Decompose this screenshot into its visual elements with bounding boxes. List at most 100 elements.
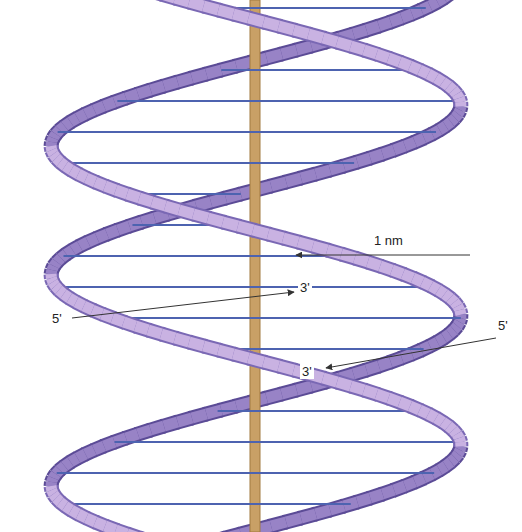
strand-edge <box>269 522 286 527</box>
strand-edge <box>422 282 432 287</box>
strand-edge <box>448 86 453 91</box>
strand-ribbon <box>71 170 79 175</box>
strand-ribbon <box>445 294 451 299</box>
strand-ribbon <box>455 454 459 459</box>
strand-edge <box>175 0 191 3</box>
strand-ribbon <box>457 434 460 439</box>
strand-ribbon <box>175 0 191 3</box>
strand-edge <box>450 458 455 463</box>
strand-edge <box>152 202 167 207</box>
strand-ribbon <box>136 430 151 435</box>
strand-edge <box>64 462 71 467</box>
strand-edge <box>389 358 402 363</box>
strand-edge <box>328 166 344 171</box>
strand-edge <box>92 310 103 315</box>
strand-ribbon <box>253 230 270 235</box>
direction-arrow <box>72 292 294 318</box>
strand-edge <box>376 394 390 399</box>
base-pair <box>56 286 433 288</box>
strand-ribbon <box>392 146 405 151</box>
strand-ribbon <box>136 90 151 95</box>
strand-edge <box>368 262 382 267</box>
strand-edge <box>351 46 366 51</box>
strand-ribbon <box>223 222 240 227</box>
strand-edge <box>71 170 79 175</box>
strand-edge <box>234 62 251 67</box>
strand-ribbon <box>204 346 221 351</box>
strand-edge <box>69 298 77 303</box>
strand-ribbon <box>337 382 353 387</box>
strand-edge <box>436 338 444 343</box>
strand-ribbon <box>52 490 54 495</box>
strand-ribbon <box>389 18 402 23</box>
strand-edge <box>139 198 154 203</box>
strand-edge <box>102 102 114 107</box>
strand-edge <box>218 10 235 15</box>
strand-ribbon <box>381 150 394 155</box>
strand-edge <box>458 306 460 311</box>
base-pair <box>218 410 422 412</box>
strand-edge <box>457 94 460 99</box>
strand-edge <box>161 334 177 339</box>
strand-ribbon <box>139 198 154 203</box>
strand-ribbon <box>351 370 366 375</box>
strand-edge <box>264 362 281 367</box>
strand-edge <box>218 350 235 355</box>
strand-edge <box>459 438 461 443</box>
strand-edge <box>136 430 151 435</box>
strand-edge <box>219 406 236 411</box>
strand-ribbon <box>87 238 97 243</box>
strand-edge <box>376 54 390 59</box>
strand-ribbon <box>64 462 71 467</box>
strand-ribbon <box>443 334 449 339</box>
strand-edge <box>65 250 72 255</box>
strand-ribbon <box>71 246 79 251</box>
strand-ribbon <box>116 190 129 195</box>
strand-edge <box>78 174 87 179</box>
strand-edge <box>400 402 412 407</box>
back-strand-segments <box>51 0 461 532</box>
strand-ribbon <box>162 82 178 87</box>
strand-edge <box>179 210 195 215</box>
strand-ribbon <box>453 326 457 331</box>
strand-ribbon <box>96 234 107 239</box>
strand-edge <box>457 322 460 327</box>
strand-ribbon <box>364 390 378 395</box>
strand-edge <box>233 14 250 19</box>
strand-edge <box>56 258 61 263</box>
strand-ribbon <box>458 306 460 311</box>
strand-edge <box>355 498 370 503</box>
strand-ribbon <box>377 22 391 27</box>
strand-edge <box>450 298 455 303</box>
strand-ribbon <box>403 142 415 147</box>
strand-edge <box>337 42 353 47</box>
strand-edge <box>93 106 104 111</box>
strand-edge <box>84 306 94 311</box>
strand-edge <box>284 518 301 523</box>
strand-edge <box>208 218 225 223</box>
strand-ribbon <box>149 86 164 91</box>
strand-ribbon <box>116 226 129 231</box>
strand-edge <box>453 90 457 95</box>
strand-ribbon <box>449 330 454 335</box>
strand-ribbon <box>450 298 455 303</box>
strand-edge <box>204 346 221 351</box>
strand-edge <box>314 170 330 175</box>
strand-ribbon <box>71 510 79 515</box>
strand-ribbon <box>190 74 207 79</box>
base-pair <box>61 162 354 164</box>
strand-ribbon <box>443 82 450 87</box>
strand-ribbon <box>457 94 460 99</box>
strand-ribbon <box>283 238 300 243</box>
strand-edge <box>176 78 192 83</box>
strand-ribbon <box>92 310 103 315</box>
strand-edge <box>189 342 206 347</box>
strand-edge <box>420 410 430 415</box>
strand-ribbon <box>314 510 330 515</box>
strand-edge <box>64 122 71 127</box>
strand-edge <box>53 474 56 479</box>
strand-edge <box>253 230 270 235</box>
strand-ribbon <box>86 518 96 523</box>
strand-edge <box>388 58 401 63</box>
strand-ribbon <box>327 250 343 255</box>
